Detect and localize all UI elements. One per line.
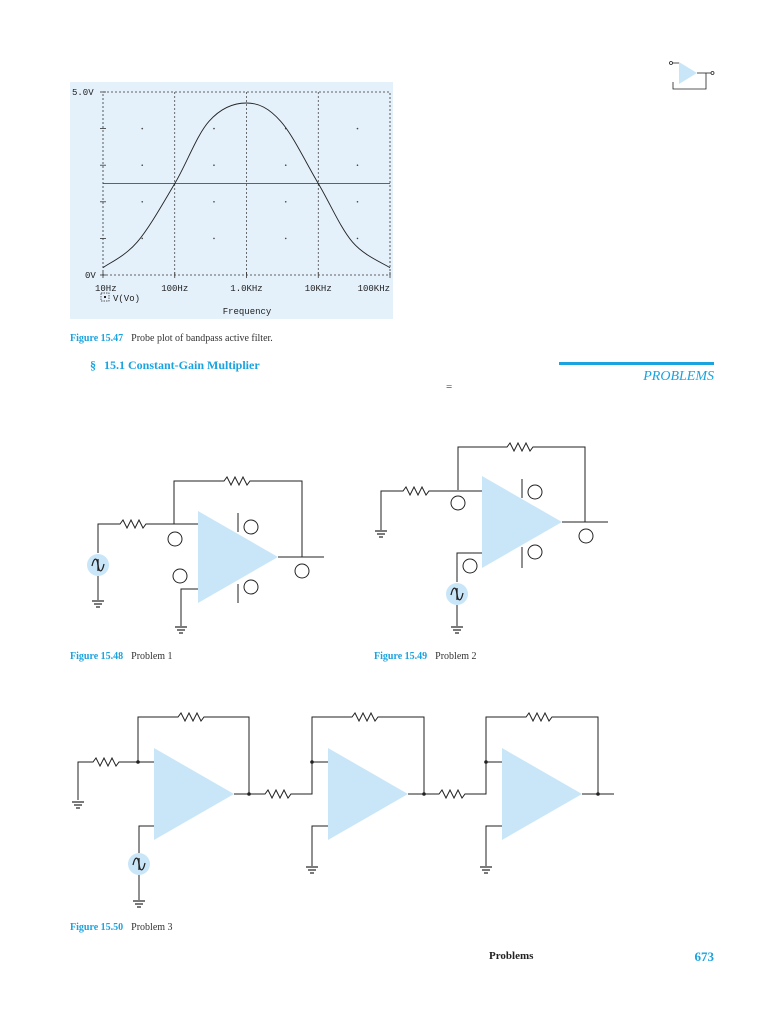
grid-dot <box>141 237 144 240</box>
opamp-triangle <box>482 476 562 568</box>
grid-dot <box>141 127 144 130</box>
section-symbol: § <box>90 358 96 372</box>
figure-15-50-caption: Figure 15.50 Problem 3 <box>70 922 173 933</box>
problems-title: PROBLEMS <box>643 369 714 384</box>
circuit-problem-1 <box>97 475 324 626</box>
y-top-label: 5.0V <box>72 88 94 98</box>
figure-label: Figure 15.49 <box>374 651 428 662</box>
probe-plot-chart: 5.0V 0V 10Hz 100Hz 1.0KHz 10KHz 100KHz V(Vo)… <box>72 88 391 317</box>
figure-15-47-caption: Figure 15.47 Probe plot of bandpass activ… <box>70 333 273 344</box>
grid-dot <box>356 164 359 166</box>
opamp-triangle <box>198 511 278 603</box>
figure-caption-text: Problem 1 <box>131 651 173 662</box>
y-bottom-label: 0V <box>85 271 96 281</box>
grid-dot <box>356 127 359 130</box>
x-tick-label: 10KHz <box>305 284 332 294</box>
page-number: 673 <box>694 949 715 964</box>
figure-caption-text: Probe plot of bandpass active filter. <box>131 333 273 344</box>
grid-dot <box>213 164 215 166</box>
grid-dot <box>284 164 287 166</box>
x-axis-label: Frequency <box>223 307 272 317</box>
x-tick-label: 1.0KHz <box>230 284 262 294</box>
legend-label: V(Vo) <box>113 294 140 304</box>
figure-label: Figure 15.48 <box>70 651 124 662</box>
series-line-vo <box>102 102 391 269</box>
x-tick-label: 10Hz <box>95 284 117 294</box>
figure-caption-text: Problem 3 <box>131 922 173 933</box>
grid-dot <box>356 237 359 240</box>
figure-caption-text: Problem 2 <box>435 651 477 662</box>
circuit-problem-3 <box>77 711 614 900</box>
x-tick-label: 100KHz <box>358 284 390 294</box>
footer-title: Problems <box>489 950 534 962</box>
grid-dot <box>356 201 359 203</box>
section-title: 15.1 Constant-Gain Multiplier <box>104 358 260 372</box>
equals-mark: = <box>446 381 453 393</box>
x-tick-label: 100Hz <box>161 284 188 294</box>
opamp-corner-icon <box>669 61 715 90</box>
figure-label: Figure 15.47 <box>70 333 124 344</box>
probe-plot: 5.0V 0V 10Hz 100Hz 1.0KHz 10KHz 100KHz V(Vo)… <box>70 82 393 319</box>
grid-dot <box>213 237 215 240</box>
section-heading: § 15.1 Constant-Gain Multiplier <box>90 358 260 373</box>
grid-dot <box>213 127 215 130</box>
figure-15-49-caption: Figure 15.49 Problem 2 <box>374 651 477 662</box>
grid-dot <box>284 201 287 203</box>
problems-divider <box>559 362 714 365</box>
legend-marker <box>100 292 110 302</box>
figure-label: Figure 15.50 <box>70 922 124 933</box>
figure-15-48-caption: Figure 15.48 Problem 1 <box>70 651 173 662</box>
grid-dot <box>213 201 215 203</box>
grid-dot <box>141 201 144 203</box>
circuit-problem-2 <box>380 441 608 626</box>
grid-dot <box>284 237 287 240</box>
grid-dot <box>141 164 144 166</box>
